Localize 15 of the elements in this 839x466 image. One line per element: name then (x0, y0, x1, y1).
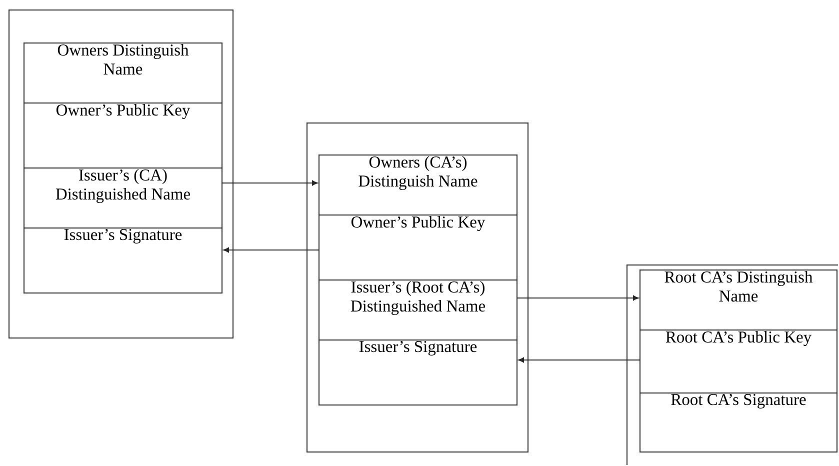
field-cell: Issuer’s (CA) Distinguished Name (24, 168, 222, 228)
arrow (518, 357, 640, 363)
arrow (222, 180, 318, 186)
field-cell: Owner’s Public Key (24, 102, 222, 168)
field-cell: Issuer’s Signature (24, 228, 222, 294)
arrow (516, 295, 639, 301)
arrow (223, 247, 320, 253)
field-cell: Owners Distinguish Name (24, 42, 222, 104)
field-cell: Owner’s Public Key (318, 214, 518, 280)
field-cell: Owners (CA’s) Distinguish Name (318, 154, 518, 216)
field-cell: Root CA’s Signature (640, 392, 838, 452)
field-cell: Root CA’s Distinguish Name (640, 270, 838, 330)
field-cell: Issuer’s (Root CA’s) Distinguished Name (318, 280, 518, 340)
field-cell: Issuer’s Signature (318, 340, 518, 406)
field-cell: Root CA’s Public Key (640, 330, 838, 394)
